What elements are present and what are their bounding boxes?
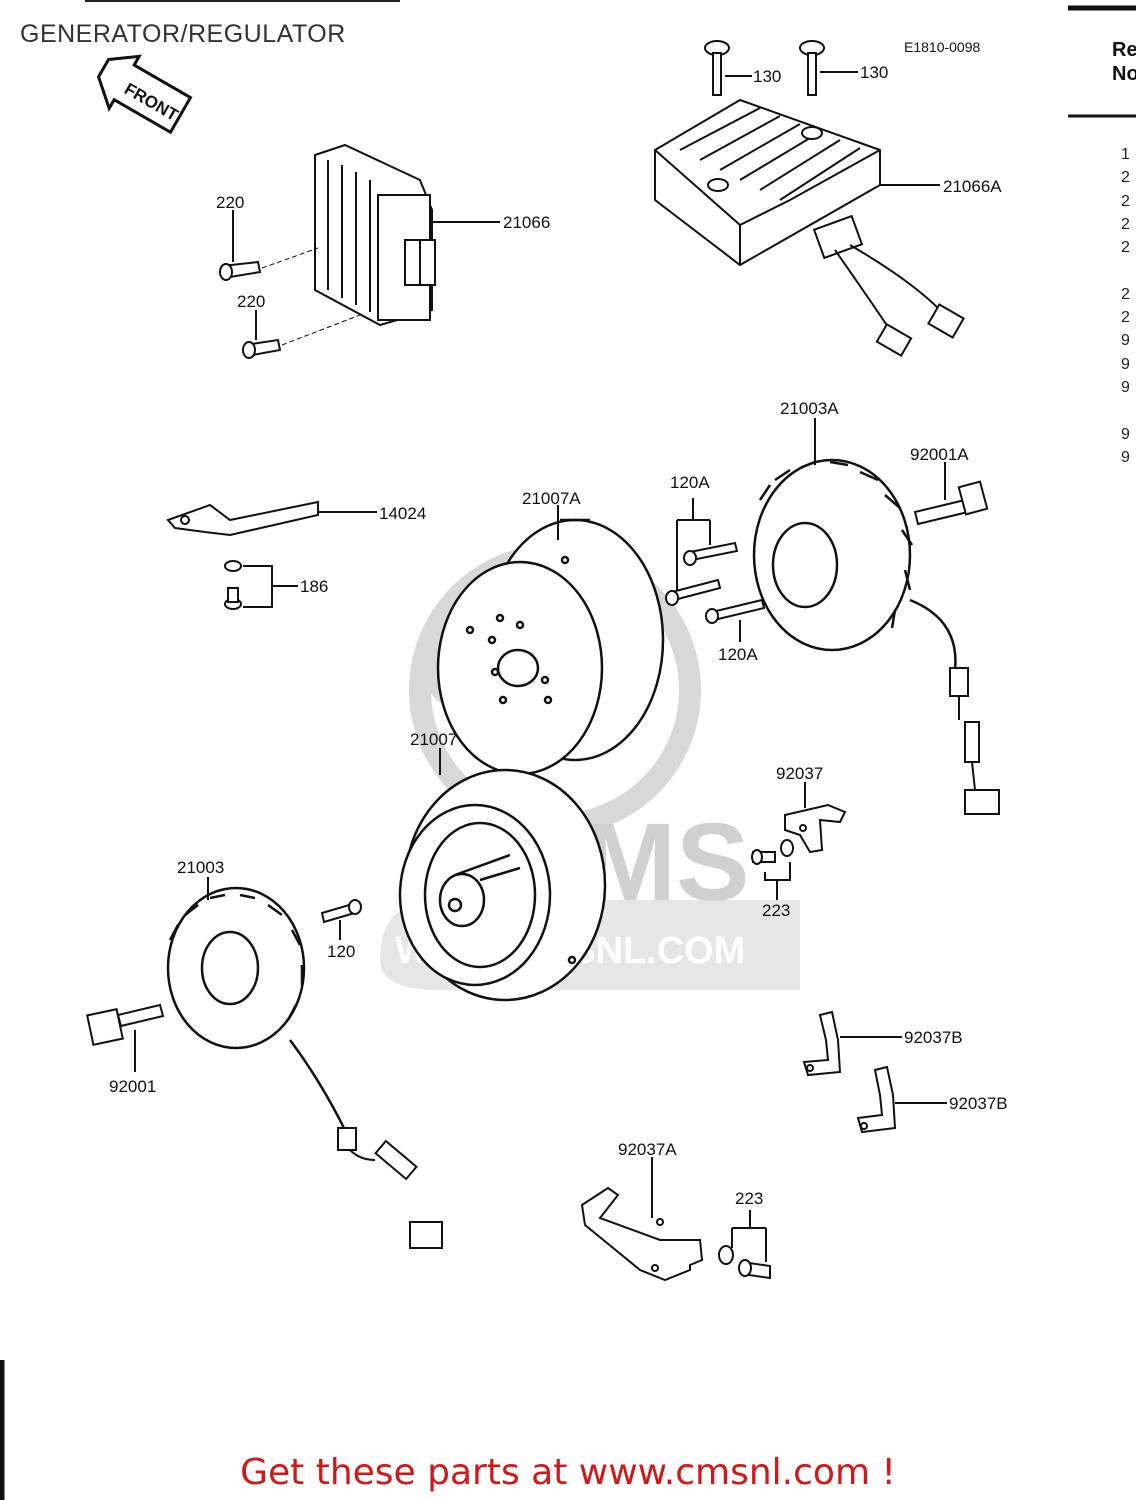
ref-row: 9 <box>1121 378 1130 396</box>
stator-21003a <box>752 458 957 671</box>
screw-220-bottom <box>242 338 282 359</box>
screws-223-mid <box>751 839 794 865</box>
label-120a-top: 120A <box>670 473 710 492</box>
label-220-top: 220 <box>216 193 244 212</box>
label-21007a: 21007A <box>522 489 581 508</box>
bolts-120a <box>665 541 766 624</box>
label-21003: 21003 <box>177 858 224 877</box>
ref-row: 2 <box>1121 192 1130 210</box>
bracket-92037b-top <box>802 1010 842 1077</box>
bracket-14024 <box>166 500 319 537</box>
label-21066a: 21066A <box>943 177 1002 196</box>
ref-row: 2 <box>1121 309 1130 327</box>
label-130-right: 130 <box>860 63 888 82</box>
regulator-21066a <box>654 98 965 358</box>
ref-row <box>1121 402 1130 425</box>
label-223-mid: 223 <box>762 901 790 920</box>
diagram-code: E1810-0098 <box>904 39 981 55</box>
reference-table-header: Re No <box>1112 39 1136 85</box>
bracket-92037b-bottom <box>856 1065 897 1134</box>
label-21007: 21007 <box>410 730 457 749</box>
label-21066: 21066 <box>503 213 550 232</box>
label-92037b-top: 92037B <box>904 1028 963 1047</box>
screw-130-left <box>704 40 730 96</box>
label-92001a: 92001A <box>910 445 969 464</box>
front-arrow-icon: FRONT <box>96 54 193 135</box>
ref-row: 9 <box>1121 448 1130 466</box>
label-92001: 92001 <box>109 1077 156 1096</box>
label-14024: 14024 <box>379 504 426 523</box>
ref-row <box>1121 262 1130 285</box>
label-223-bottom: 223 <box>735 1189 763 1208</box>
rotor-21007a <box>436 518 665 776</box>
label-186: 186 <box>300 577 328 596</box>
label-92037: 92037 <box>776 764 823 783</box>
reference-table: Re No 1 2 2 2 2 2 2 9 9 9 9 9 <box>1068 0 1136 480</box>
reference-table-rows: 1 2 2 2 2 2 2 9 9 9 9 9 <box>1121 146 1130 472</box>
bracket-92037 <box>784 803 847 854</box>
rotor-21007 <box>398 768 607 1002</box>
bolt-92001a <box>913 480 989 526</box>
stator-21003 <box>166 886 347 1131</box>
regulator-21066 <box>314 143 436 327</box>
label-92037b-bottom: 92037B <box>949 1094 1008 1113</box>
washer-186 <box>224 560 242 610</box>
label-130-left: 130 <box>753 67 781 86</box>
footer-link[interactable]: Get these parts at www.cmsnl.com ! <box>240 1452 896 1493</box>
bolt-92001 <box>86 1003 165 1046</box>
label-92037a: 92037A <box>618 1140 677 1159</box>
bolt-120 <box>320 899 362 924</box>
ref-row: 2 <box>1121 169 1130 187</box>
stator-21003-lead <box>337 1127 443 1249</box>
label-220-bottom: 220 <box>237 292 265 311</box>
label-120a-bottom: 120A <box>718 645 758 664</box>
ref-row: 9 <box>1121 332 1130 350</box>
bracket-92037a <box>580 1186 704 1282</box>
screw-220-top <box>219 260 262 281</box>
stator-21003a-lead <box>949 667 1000 815</box>
page-title: GENERATOR/REGULATOR <box>20 20 346 48</box>
label-21003a: 21003A <box>780 399 839 418</box>
screws-223-bottom <box>718 1245 771 1280</box>
ref-row: 1 <box>1121 146 1130 163</box>
label-120: 120 <box>327 942 355 961</box>
ref-row: 9 <box>1121 425 1130 443</box>
ref-row: 2 <box>1121 215 1130 233</box>
screw-130-right <box>799 40 825 96</box>
ref-row: 2 <box>1121 239 1130 257</box>
ref-row: 2 <box>1121 285 1130 303</box>
ref-row: 9 <box>1121 355 1130 373</box>
